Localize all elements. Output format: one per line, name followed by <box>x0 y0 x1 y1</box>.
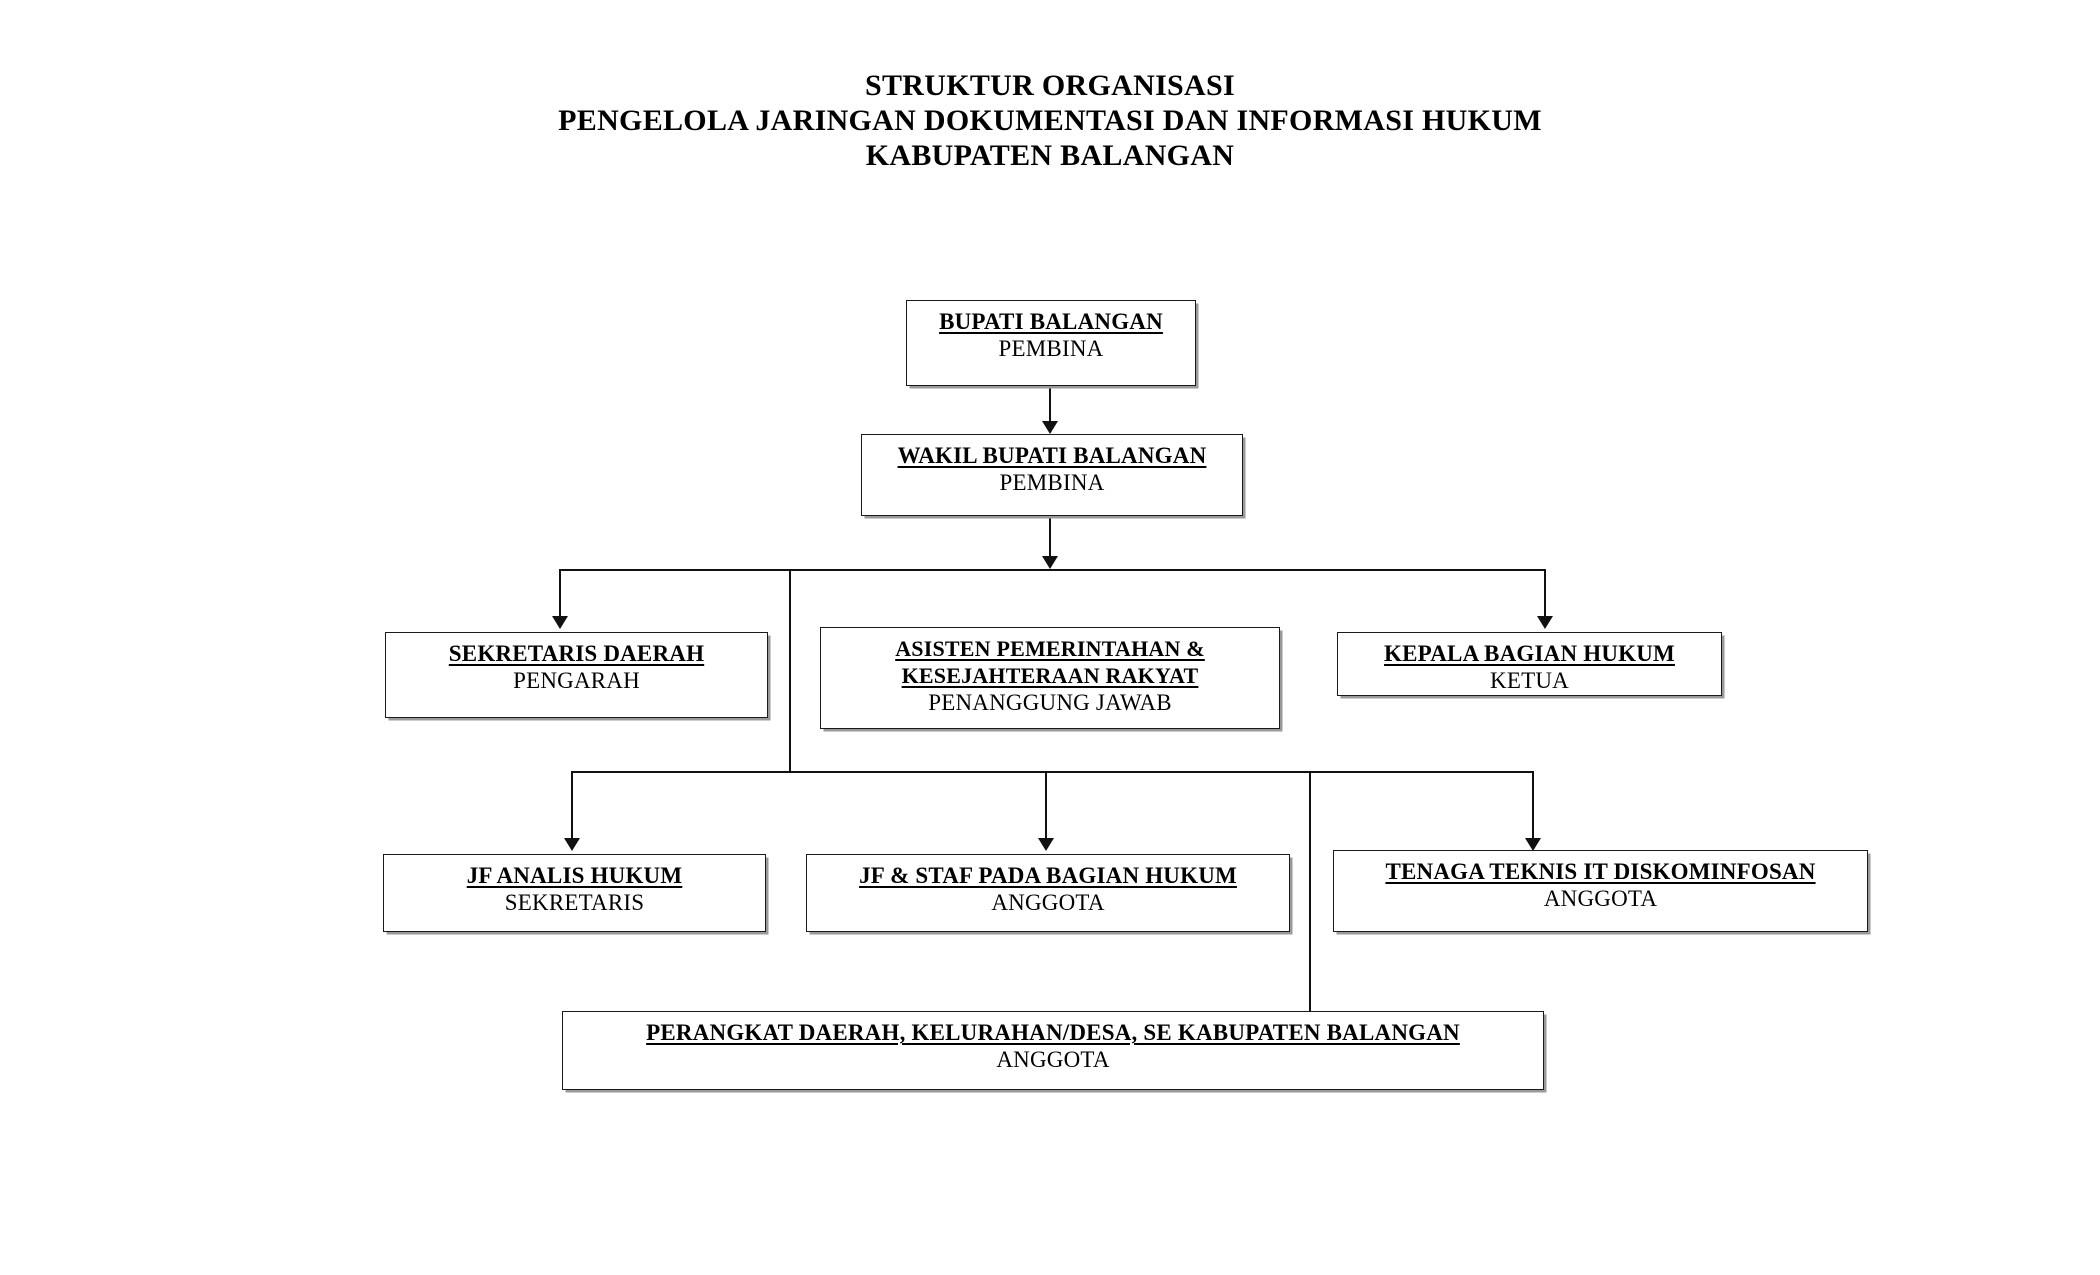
node-jf-analis-hukum[interactable]: JF ANALIS HUKUM SEKRETARIS <box>383 854 766 932</box>
edge-bus-sekda-line <box>559 569 561 619</box>
edge-bus-tenagait-arrow <box>1525 838 1541 851</box>
node-perangkat-title: PERANGKAT DAERAH, KELURAHAN/DESA, SE KAB… <box>646 1020 1460 1045</box>
edge-wakil-bus-line <box>1049 516 1051 558</box>
node-jf-staf-bagian-hukum[interactable]: JF & STAF PADA BAGIAN HUKUM ANGGOTA <box>806 854 1290 932</box>
asisten-spine <box>789 569 791 773</box>
node-jfanalis-role: SEKRETARIS <box>504 890 645 915</box>
edge-bus-jfstaf-arrow <box>1038 838 1054 851</box>
node-sekda-role: PENGARAH <box>513 668 640 693</box>
node-tenaga-teknis-it[interactable]: TENAGA TEKNIS IT DISKOMINFOSAN ANGGOTA <box>1333 850 1868 932</box>
node-kepala-bagian-hukum[interactable]: KEPALA BAGIAN HUKUM KETUA <box>1337 632 1722 696</box>
edge-bus-sekda-arrow <box>552 616 568 629</box>
title-line-2: PENGELOLA JARINGAN DOKUMENTASI DAN INFOR… <box>558 104 1542 137</box>
level3-bus <box>560 569 1546 571</box>
node-kabag-title: KEPALA BAGIAN HUKUM <box>1384 641 1675 666</box>
node-sekretaris-daerah[interactable]: SEKRETARIS DAERAH PENGARAH <box>385 632 768 718</box>
level4-bus <box>572 771 1534 773</box>
edge-bus-kabag-arrow <box>1537 616 1553 629</box>
edge-bus-jfstaf-line <box>1045 771 1047 839</box>
node-asisten-title-line1: ASISTEN PEMERINTAHAN & <box>895 636 1205 661</box>
edge-bupati-wakil-line <box>1049 385 1051 423</box>
node-wakil-bupati-balangan[interactable]: WAKIL BUPATI BALANGAN PEMBINA <box>861 434 1243 516</box>
edge-bus-perangkat-line <box>1309 771 1311 1012</box>
node-perangkat-role: ANGGOTA <box>996 1047 1110 1072</box>
edge-bupati-wakil-arrow <box>1042 421 1058 434</box>
page-title: STRUKTUR ORGANISASI PENGELOLA JARINGAN D… <box>0 68 2100 173</box>
node-kabag-role: KETUA <box>1490 668 1569 693</box>
edge-bus-jfanalis-line <box>571 771 573 839</box>
edge-bus-tenagait-line <box>1532 771 1534 839</box>
edge-wakil-asisten-arrow <box>1042 556 1058 569</box>
node-tenagait-title: TENAGA TEKNIS IT DISKOMINFOSAN <box>1385 859 1816 884</box>
edge-bus-jfanalis-arrow <box>564 838 580 851</box>
node-jfstaf-title: JF & STAF PADA BAGIAN HUKUM <box>859 863 1237 888</box>
node-asisten-pemerintahan[interactable]: ASISTEN PEMERINTAHAN & KESEJAHTERAAN RAK… <box>820 627 1280 729</box>
title-line-1: STRUKTUR ORGANISASI <box>865 69 1235 102</box>
node-asisten-role: PENANGGUNG JAWAB <box>928 690 1172 715</box>
node-bupati-role: PEMBINA <box>998 336 1104 361</box>
node-bupati-balangan[interactable]: BUPATI BALANGAN PEMBINA <box>906 300 1196 386</box>
node-wakil-title: WAKIL BUPATI BALANGAN <box>897 443 1207 468</box>
node-bupati-title: BUPATI BALANGAN <box>939 309 1163 334</box>
node-wakil-role: PEMBINA <box>999 470 1105 495</box>
node-jfstaf-role: ANGGOTA <box>991 890 1105 915</box>
node-asisten-title-line2: KESEJAHTERAAN RAKYAT <box>901 663 1199 688</box>
node-sekda-title: SEKRETARIS DAERAH <box>448 641 705 666</box>
node-perangkat-daerah[interactable]: PERANGKAT DAERAH, KELURAHAN/DESA, SE KAB… <box>562 1011 1544 1090</box>
edge-bus-kabag-line <box>1544 569 1546 619</box>
node-jfanalis-title: JF ANALIS HUKUM <box>466 863 683 888</box>
title-line-3: KABUPATEN BALANGAN <box>865 139 1235 172</box>
node-tenagait-role: ANGGOTA <box>1543 886 1658 911</box>
